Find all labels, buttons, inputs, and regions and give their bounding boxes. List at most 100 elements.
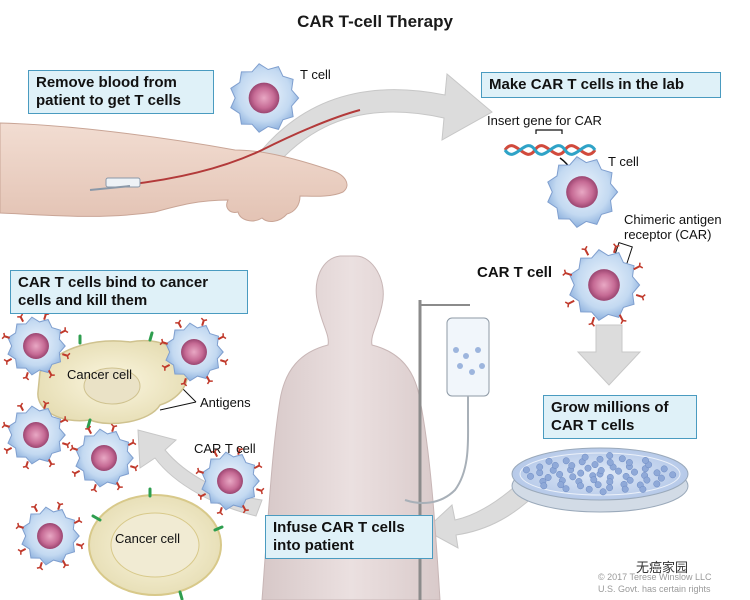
car-receptor (256, 488, 262, 492)
label-t-cell: T cell (300, 67, 331, 82)
car-receptor (164, 363, 171, 369)
iv-catheter (105, 177, 141, 188)
dish-cell (606, 478, 614, 486)
car-receptor (177, 322, 183, 329)
car-receptor (20, 402, 24, 407)
car-receptor (222, 336, 227, 340)
car-receptor (15, 525, 20, 530)
arrow-dish-to-patient (424, 481, 537, 549)
blood-line (124, 109, 361, 186)
car-receptor (220, 359, 226, 363)
car-receptor (6, 357, 13, 363)
car-receptor (25, 376, 30, 381)
car-receptor (217, 335, 224, 341)
dish-cell (562, 457, 570, 465)
car-receptor (162, 341, 168, 345)
dish-cell (556, 470, 564, 478)
credit-line-1: © 2017 Terese Winslow LLC (598, 572, 712, 582)
car-receptor (618, 314, 624, 322)
car-receptor (565, 272, 573, 277)
car-receptor (161, 338, 164, 343)
car-receptor (641, 294, 646, 298)
dish-cell (568, 462, 576, 470)
car-receptor (134, 467, 137, 472)
car-receptor (584, 245, 588, 250)
patient-silhouette (261, 255, 441, 600)
car-receptor (34, 503, 38, 508)
step-infuse: Infuse CAR T cells into patient (265, 515, 433, 559)
step-make-car: Make CAR T cells in the lab (481, 72, 721, 98)
car-receptor (42, 400, 47, 405)
arm-shape (0, 122, 348, 222)
car-receptor (64, 419, 69, 423)
dish-rim (519, 452, 681, 496)
label-chimeric-antigen-receptor: Chimeric antigen receptor (CAR) (624, 212, 722, 242)
car-receptor (260, 490, 263, 495)
dish-cell (522, 466, 530, 474)
car-receptor (62, 564, 66, 569)
car-receptor (178, 319, 182, 324)
car-receptor (74, 469, 81, 475)
dish-cell (621, 485, 629, 493)
dish-cell (660, 465, 668, 473)
dish-cell (544, 474, 552, 481)
car-receptor (563, 269, 567, 274)
car-t-cell-infused (195, 446, 265, 516)
car-receptor (39, 566, 44, 571)
car-receptor (224, 361, 227, 366)
car-receptor (612, 246, 617, 254)
car-receptor (19, 316, 25, 323)
dish-cell (536, 463, 544, 471)
car-receptor (66, 441, 71, 446)
dish-cell (653, 480, 661, 488)
label-cancer-cell-top: Cancer cell (67, 367, 133, 382)
car-receptor (66, 352, 71, 357)
car-receptor (76, 543, 82, 547)
dish-cell (577, 482, 584, 490)
car-receptor (115, 481, 121, 488)
car-receptor (59, 503, 64, 506)
car-receptor (214, 448, 218, 453)
iv-stand (404, 300, 490, 600)
car-receptor (47, 369, 53, 376)
car-receptor (90, 488, 95, 491)
label-car-t-cell-small: CAR T cell (194, 441, 256, 456)
car-receptor (584, 248, 590, 256)
car-receptor (1, 424, 6, 429)
car-receptor (588, 322, 593, 326)
dish-cell (577, 469, 585, 477)
car-receptor (635, 293, 643, 298)
dish-cell (615, 467, 622, 475)
car-receptor (200, 492, 207, 498)
car-receptor (197, 493, 202, 497)
label-car-t-cell: CAR T cell (477, 264, 553, 281)
dish-cell (562, 485, 570, 493)
t-cells (1, 63, 677, 571)
car-receptor (88, 425, 92, 430)
car-receptor (258, 465, 263, 469)
car-receptor (22, 376, 27, 379)
car-receptor (80, 542, 85, 547)
car-receptor (66, 444, 69, 449)
patient-body (261, 255, 441, 600)
car-receptor (195, 470, 200, 475)
dish-cell (626, 476, 634, 484)
car-receptor (17, 522, 20, 527)
car-receptor (260, 487, 265, 492)
gene-bracket (535, 129, 563, 134)
car-receptor (180, 382, 185, 385)
car-receptor (61, 559, 67, 566)
car-receptor (206, 380, 210, 385)
dish-cell (643, 476, 651, 484)
cancer-nucleus-bottom (110, 512, 200, 578)
car-t-cell-bound (159, 317, 229, 387)
car-receptor (3, 332, 6, 337)
step-remove-blood: Remove blood from patient to get T cells (28, 70, 214, 114)
car-receptor (39, 562, 43, 568)
diagram-title: CAR T-cell Therapy (297, 12, 453, 31)
car-receptor (591, 322, 595, 327)
car-t-cell-bound (69, 423, 139, 493)
car-receptor (93, 488, 98, 493)
car-receptor (48, 374, 52, 379)
